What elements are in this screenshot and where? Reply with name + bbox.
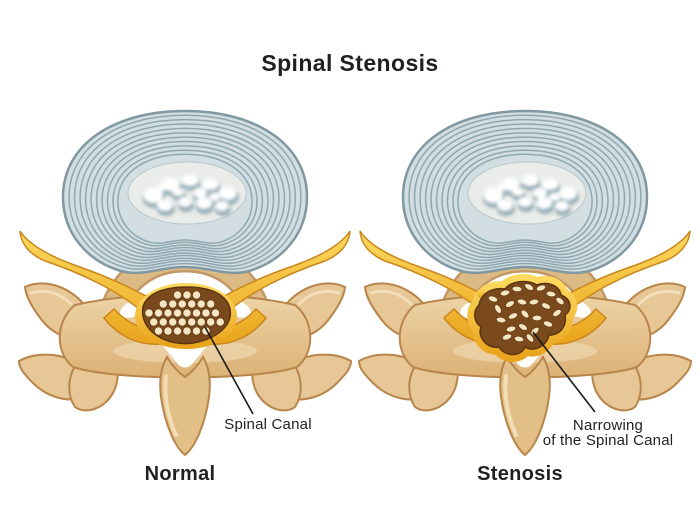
nerve-bundle-dots	[488, 283, 565, 343]
figure-title: Spinal Stenosis	[261, 50, 439, 76]
vertebra-svg-normal	[17, 109, 353, 457]
annotation-line: Spinal Canal	[224, 416, 312, 433]
caption-stenosis: Stenosis	[477, 463, 563, 485]
nerve-bundle-dots	[144, 290, 225, 336]
vertebra-illustration-stenosis	[355, 105, 695, 495]
vertebra-svg-stenosis	[357, 109, 693, 457]
leader-line	[532, 331, 596, 413]
intervertebral-disc	[401, 109, 649, 275]
caption-normal: Normal	[144, 463, 216, 485]
annotation-narrowing-of-spinal-canal: Narrowing of the Spinal Canal	[542, 417, 674, 449]
leader-line	[204, 326, 254, 415]
annotation-line: of the Spinal Canal	[542, 431, 674, 449]
annotation-spinal-canal: Spinal Canal	[224, 416, 312, 433]
vertebra-illustration-normal	[15, 105, 355, 495]
nucleus-pulposus	[467, 161, 587, 225]
ligament-wings	[19, 230, 351, 345]
ligament-wings	[359, 230, 691, 345]
spinal-canal-narrowed-shape	[474, 280, 571, 356]
annotation-line: Narrowing	[572, 417, 644, 434]
intervertebral-disc	[61, 109, 309, 275]
spinal-canal	[135, 283, 254, 415]
spinal-canal	[467, 274, 596, 413]
nucleus-pulposus	[127, 161, 247, 225]
